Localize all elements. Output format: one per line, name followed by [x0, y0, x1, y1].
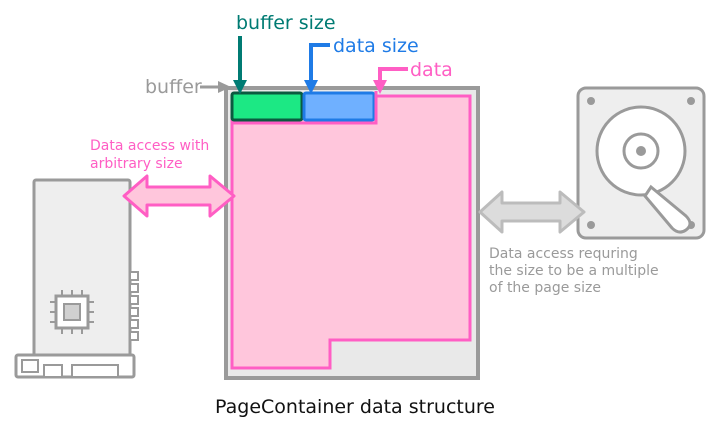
right-access-arrow [478, 190, 586, 234]
network-card-icon [14, 178, 139, 379]
data-label: data [410, 59, 453, 81]
buffer-size-block [230, 91, 304, 122]
buffer-size-label: buffer size [236, 12, 336, 34]
right-access-label-line1: Data access requring [489, 246, 638, 262]
left-access-label-line1: Data access with [90, 138, 209, 154]
data-size-label: data size [333, 35, 419, 57]
right-access-label-line3: of the page size [489, 280, 601, 296]
data-size-block [302, 91, 376, 122]
data-region [230, 94, 472, 370]
left-access-label-line2: arbitrary size [90, 156, 183, 172]
left-access-arrow [122, 174, 236, 218]
diagram-caption: PageContainer data structure [215, 396, 495, 418]
buffer-label: buffer [145, 76, 202, 98]
right-access-label-line2: the size to be a multiple [489, 263, 659, 279]
hard-disk-icon [576, 86, 706, 240]
